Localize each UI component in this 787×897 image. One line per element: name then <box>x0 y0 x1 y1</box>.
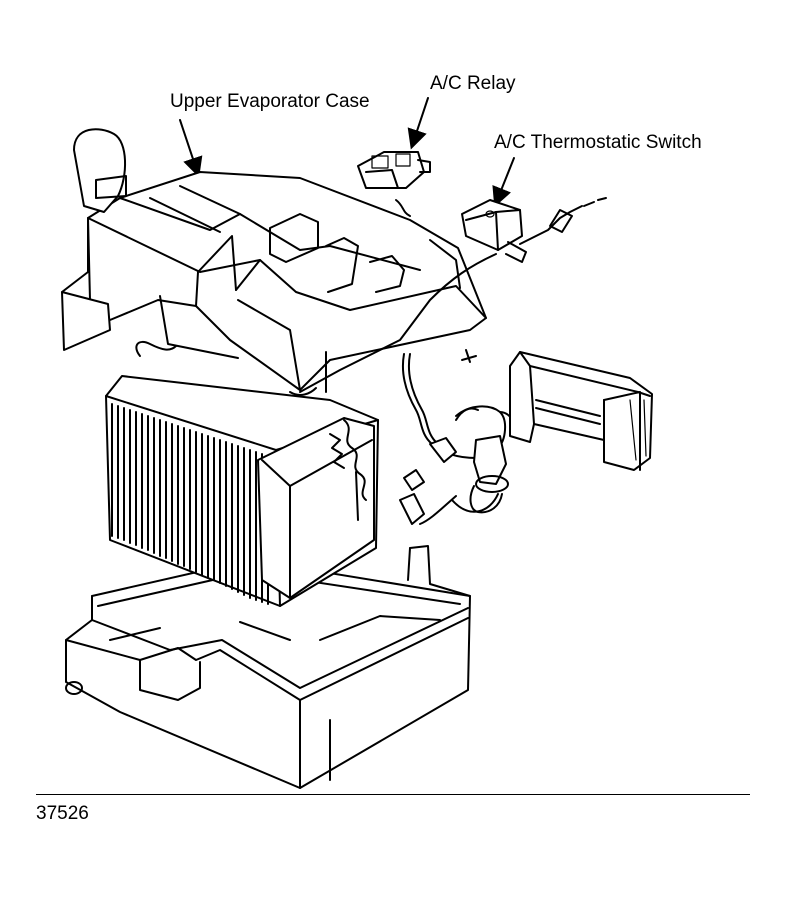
core-fins <box>111 403 269 605</box>
ac-relay <box>357 151 431 217</box>
arrow-thermo-switch <box>492 157 515 208</box>
label-upper-evaporator-case: Upper Evaporator Case <box>170 91 370 112</box>
expansion-valve-and-lines <box>399 349 519 525</box>
leader-arrows <box>179 97 515 208</box>
label-ac-thermostatic-switch: A/C Thermostatic Switch <box>494 132 702 153</box>
evaporator-core <box>105 375 379 607</box>
label-ac-relay: A/C Relay <box>430 73 516 94</box>
lower-evaporator-case <box>65 545 471 789</box>
arrow-relay <box>407 97 429 150</box>
ac-thermostatic-switch <box>299 197 607 393</box>
divider-rule <box>36 794 750 795</box>
upper-evaporator-case <box>61 128 487 396</box>
arrow-upper-case <box>179 119 203 178</box>
heater-core <box>509 351 653 471</box>
figure-number: 37526 <box>36 803 89 824</box>
